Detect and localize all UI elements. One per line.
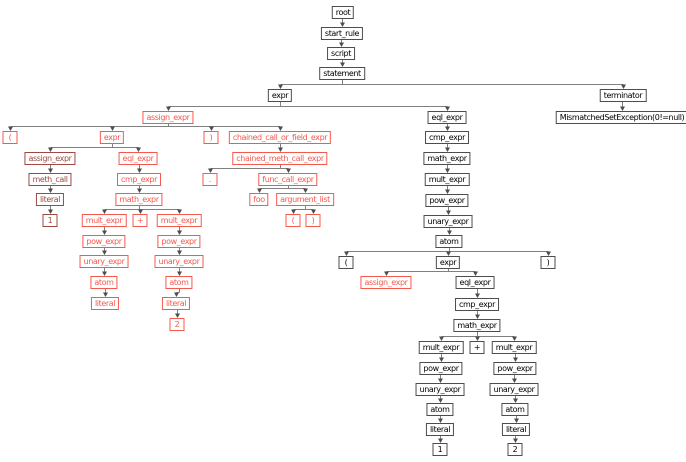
tree-node-atom: atom: [90, 276, 118, 289]
tree-node-pow-expr: pow_expr: [157, 235, 201, 248]
tree-node-literal: literal: [501, 423, 531, 436]
tree-node-unary-expr: unary_expr: [423, 215, 473, 228]
tree-node-cmp-expr: cmp_expr: [455, 298, 499, 311]
tree-node-start-rule: start_rule: [320, 27, 364, 40]
tree-node-mult-expr: mult_expr: [491, 341, 537, 354]
tree-node-foo: foo: [249, 193, 269, 206]
tree-node-2: 2: [507, 443, 523, 456]
tree-node-chained-meth-call-expr: chained_meth_call_expr: [232, 152, 328, 165]
tree-node-lparen: (: [338, 256, 354, 269]
tree-node-statement: statement: [319, 67, 365, 80]
tree-node-expr: expr: [435, 256, 461, 269]
tree-node-eql-expr: eql_expr: [427, 111, 467, 124]
tree-node-assign-expr: assign_expr: [24, 152, 76, 165]
tree-node-meth-call: meth_call: [28, 173, 72, 186]
tree-node-math-expr: math_expr: [423, 152, 471, 165]
tree-node-cmp-expr: cmp_expr: [117, 173, 161, 186]
tree-node-lparen: (: [2, 131, 18, 144]
tree-node-eql-expr: eql_expr: [455, 276, 495, 289]
tree-node-mult-expr: mult_expr: [156, 214, 202, 227]
tree-node-pow-expr: pow_expr: [425, 194, 469, 207]
tree-node-terminator: terminator: [599, 89, 647, 102]
tree-node-plus-op: +: [132, 214, 148, 227]
tree-node-1: 1: [42, 214, 58, 227]
tree-node-rparen: ): [540, 256, 556, 269]
tree-node-unary-expr: unary_expr: [154, 255, 204, 268]
tree-node-root: root: [331, 6, 355, 19]
tree-node-atom: atom: [165, 276, 193, 289]
tree-node-unary-expr: unary_expr: [415, 383, 465, 396]
tree-node-unary-expr: unary_expr: [489, 383, 539, 396]
tree-node-math-expr: math_expr: [453, 319, 501, 332]
tree-node-atom: atom: [501, 403, 529, 416]
tree-node-mismatchedsetexception-0-null: MismatchedSetException(0!=null): [555, 111, 686, 124]
tree-node-1: 1: [432, 443, 448, 456]
tree-node-unary-expr: unary_expr: [79, 255, 129, 268]
tree-node-math-expr: math_expr: [115, 193, 163, 206]
tree-node-pow-expr: pow_expr: [419, 362, 463, 375]
tree-node-eql-expr: eql_expr: [118, 152, 158, 165]
tree-node-assign-expr: assign_expr: [360, 276, 412, 289]
tree-node-argument-list: argument_list: [276, 193, 334, 206]
tree-node-assign-expr: assign_expr: [142, 111, 194, 124]
tree-node-mult-expr: mult_expr: [418, 341, 464, 354]
tree-node-expr: expr: [99, 131, 125, 144]
tree-node-plus-op: +: [469, 341, 485, 354]
tree-node-expr: expr: [267, 89, 293, 102]
tree-node-cmp-expr: cmp_expr: [425, 131, 469, 144]
tree-node-2: 2: [169, 318, 185, 331]
tree-node-literal: literal: [161, 297, 191, 310]
tree-node-lparen: (: [285, 214, 301, 227]
tree-node-pow-expr: pow_expr: [493, 362, 537, 375]
tree-node-rparen: ): [203, 131, 219, 144]
tree-node-mult-expr: mult_expr: [424, 173, 470, 186]
tree-node-pow-expr: pow_expr: [82, 235, 126, 248]
tree-node-literal: literal: [35, 193, 65, 206]
tree-node-script: script: [327, 47, 355, 60]
tree-node-dot: .: [202, 173, 218, 186]
tree-node-atom: atom: [435, 235, 463, 248]
tree-node-func-call-expr: func_call_expr: [258, 173, 318, 186]
tree-node-rparen: ): [305, 214, 321, 227]
tree-node-chained-call-or-field-expr: chained_call_or_field_expr: [228, 131, 332, 144]
tree-node-mult-expr: mult_expr: [81, 214, 127, 227]
tree-node-literal: literal: [425, 423, 455, 436]
tree-node-literal: literal: [90, 297, 120, 310]
tree-node-atom: atom: [426, 403, 454, 416]
